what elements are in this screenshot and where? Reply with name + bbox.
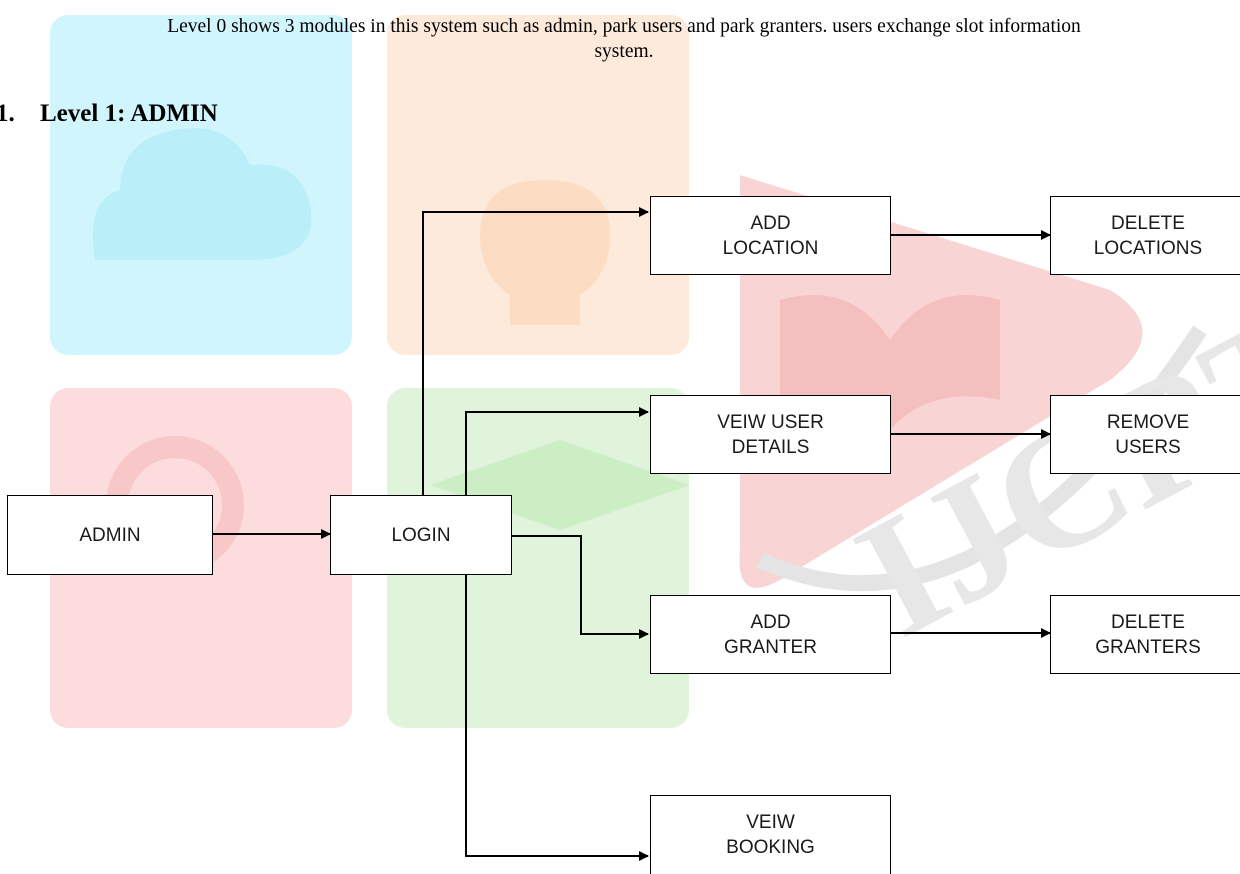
add-location-line-2: LOCATION: [722, 237, 819, 259]
delete-locations-line-1: DELETE: [1111, 212, 1185, 234]
view-booking-line-2: BOOKING: [726, 837, 815, 858]
remove-users-line-1: REMOVE: [1106, 411, 1190, 433]
view-booking-box: VEIW BOOKING: [650, 795, 891, 874]
intro-paragraph: Level 0 shows 3 modules in this system s…: [0, 14, 1240, 64]
arrow-login-to-view-user-details: [465, 407, 649, 495]
admin-box: ADMIN: [7, 495, 213, 575]
view-user-details-box: VEIW USER DETAILS: [650, 395, 891, 474]
admin-label: ADMIN: [79, 524, 141, 546]
heading-text: Level 1: ADMIN: [40, 100, 218, 127]
add-granter-line-2: GRANTER: [724, 636, 817, 658]
add-location-box: ADD LOCATION: [650, 196, 891, 275]
section-heading: 1. Level 1: ADMIN: [0, 100, 218, 128]
login-label: LOGIN: [391, 524, 451, 546]
intro-line-1: Level 0 shows 3 modules in this system s…: [167, 16, 1081, 37]
delete-locations-box: DELETE LOCATIONS: [1050, 196, 1240, 275]
delete-locations-line-2: LOCATIONS: [1093, 237, 1203, 259]
delete-granters-box: DELETE GRANTERS: [1050, 595, 1240, 674]
intro-line-2: system.: [594, 41, 654, 62]
arrow-login-to-add-location: [422, 207, 649, 495]
add-location-line-1: ADD: [750, 212, 791, 234]
add-granter-line-1: ADD: [750, 611, 791, 633]
delete-granters-line-2: GRANTERS: [1095, 636, 1201, 658]
arrow-login-to-view-booking: [465, 575, 649, 861]
view-user-details-line-1: VEIW USER: [717, 411, 824, 433]
delete-granters-line-1: DELETE: [1111, 611, 1185, 633]
lightbulb-icon: [480, 180, 610, 325]
view-booking-line-1: VEIW: [746, 812, 795, 833]
add-granter-box: ADD GRANTER: [650, 595, 891, 674]
heading-number: 1.: [0, 100, 15, 127]
remove-users-box: REMOVE USERS: [1050, 395, 1240, 474]
arrow-login-to-add-granter: [512, 535, 649, 639]
login-box: LOGIN: [330, 495, 512, 575]
remove-users-line-2: USERS: [1115, 436, 1181, 458]
view-user-details-line-2: DETAILS: [731, 436, 810, 458]
cloud-icon: [92, 128, 312, 260]
